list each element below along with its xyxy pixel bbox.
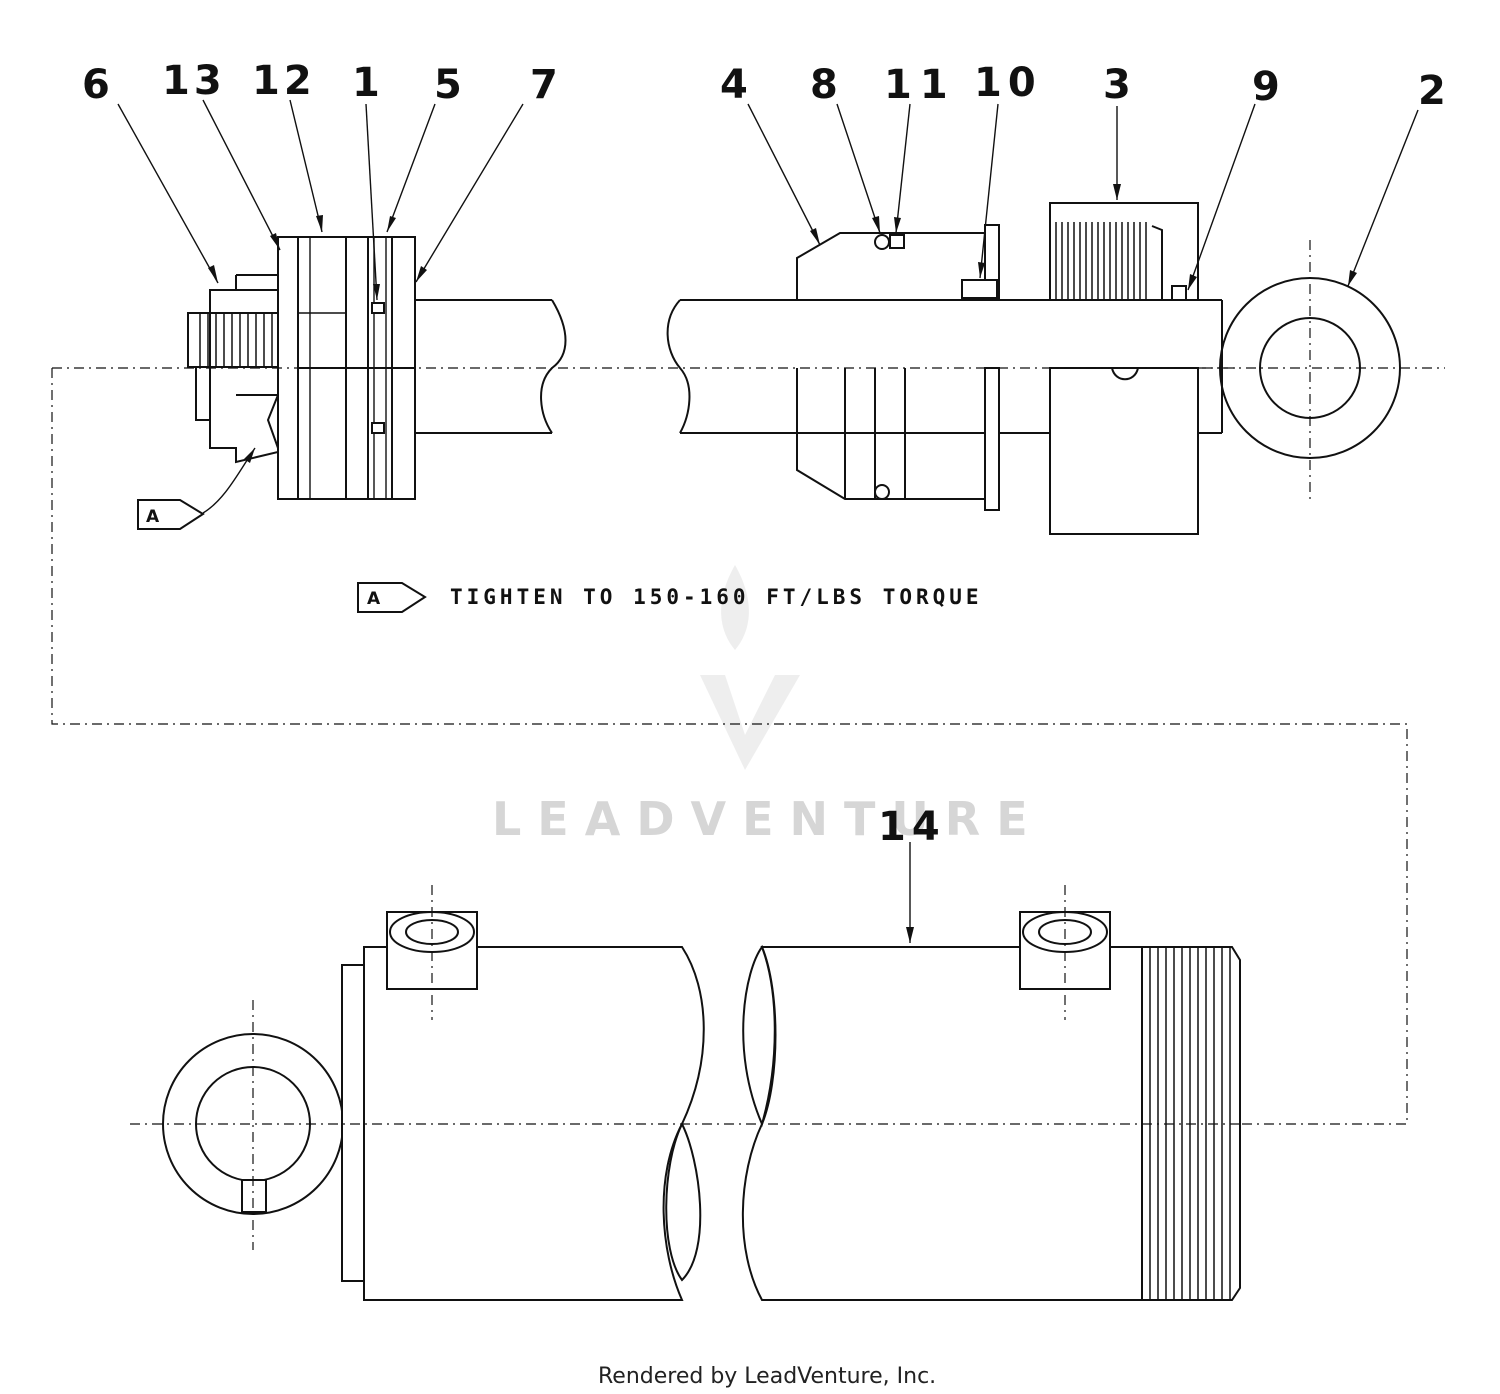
leadventure-watermark-logo: [700, 565, 800, 770]
callout-1: 1: [352, 60, 380, 106]
callout-2: 2: [1418, 68, 1446, 114]
note-flag-letter: A: [367, 589, 381, 609]
callout-9: 9: [1252, 64, 1280, 110]
gland-assembly: [666, 202, 1445, 535]
callout-3: 3: [1103, 62, 1131, 108]
callout-14: 14: [878, 804, 946, 850]
callout-8: 8: [810, 62, 838, 108]
footer-credit: Rendered by LeadVenture, Inc.: [598, 1364, 936, 1389]
callout-10: 10: [974, 60, 1042, 106]
callout-6: 6: [82, 62, 110, 108]
watermark-text: LEADVENTURE: [492, 792, 1044, 846]
callout-5: 5: [434, 62, 462, 108]
gland-thread: [1055, 222, 1147, 300]
torque-note-text: TIGHTEN TO 150-160 FT/LBS TORQUE: [450, 585, 983, 609]
assembly-link-dashed-line: [51, 368, 1408, 1125]
torque-note: A TIGHTEN TO 150-160 FT/LBS TORQUE: [357, 582, 983, 613]
callout-4: 4: [720, 62, 748, 108]
callout-leaders: [117, 99, 1419, 943]
cylinder-barrel: [130, 885, 1241, 1301]
callout-12: 12: [252, 58, 316, 104]
rod-thread: [199, 313, 281, 367]
flag-letter: A: [146, 507, 160, 527]
callout-7: 7: [530, 62, 558, 108]
callout-11: 11: [884, 62, 956, 108]
torque-flag-a: A: [137, 499, 205, 530]
callout-13: 13: [162, 58, 226, 104]
